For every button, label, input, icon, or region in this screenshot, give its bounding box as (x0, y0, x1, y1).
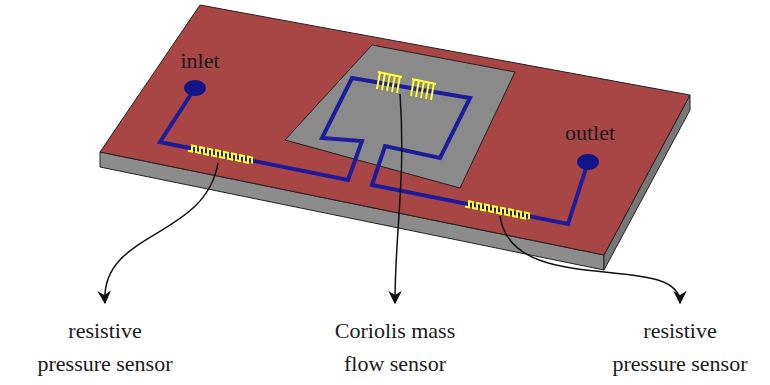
fluid-channel (160, 78, 588, 224)
label-slot: inlet (180, 44, 219, 77)
coriolis-comb (377, 72, 436, 100)
resistor-symbol (465, 201, 529, 219)
leader-arrow (395, 94, 402, 303)
callout-label: resistive pressure sensor (33, 314, 178, 380)
leader-arrow (500, 216, 680, 303)
port-label: inlet (180, 44, 219, 77)
leader-arrow (105, 163, 218, 303)
callout-label: Coriolis mass flow sensor (320, 314, 470, 380)
chip-top-face (100, 5, 690, 255)
label-slot: Coriolis mass flow sensor (320, 314, 470, 380)
sensor-membrane (285, 45, 515, 188)
callout-label: resistive pressure sensor (608, 314, 753, 380)
label-slot: outlet (565, 116, 615, 149)
port-label: outlet (565, 116, 615, 149)
outlet-port (577, 154, 599, 170)
inlet-port (184, 80, 206, 96)
label-slot: resistive pressure sensor (33, 314, 178, 380)
resistor-symbol (188, 146, 252, 164)
label-slot: resistive pressure sensor (608, 314, 753, 380)
